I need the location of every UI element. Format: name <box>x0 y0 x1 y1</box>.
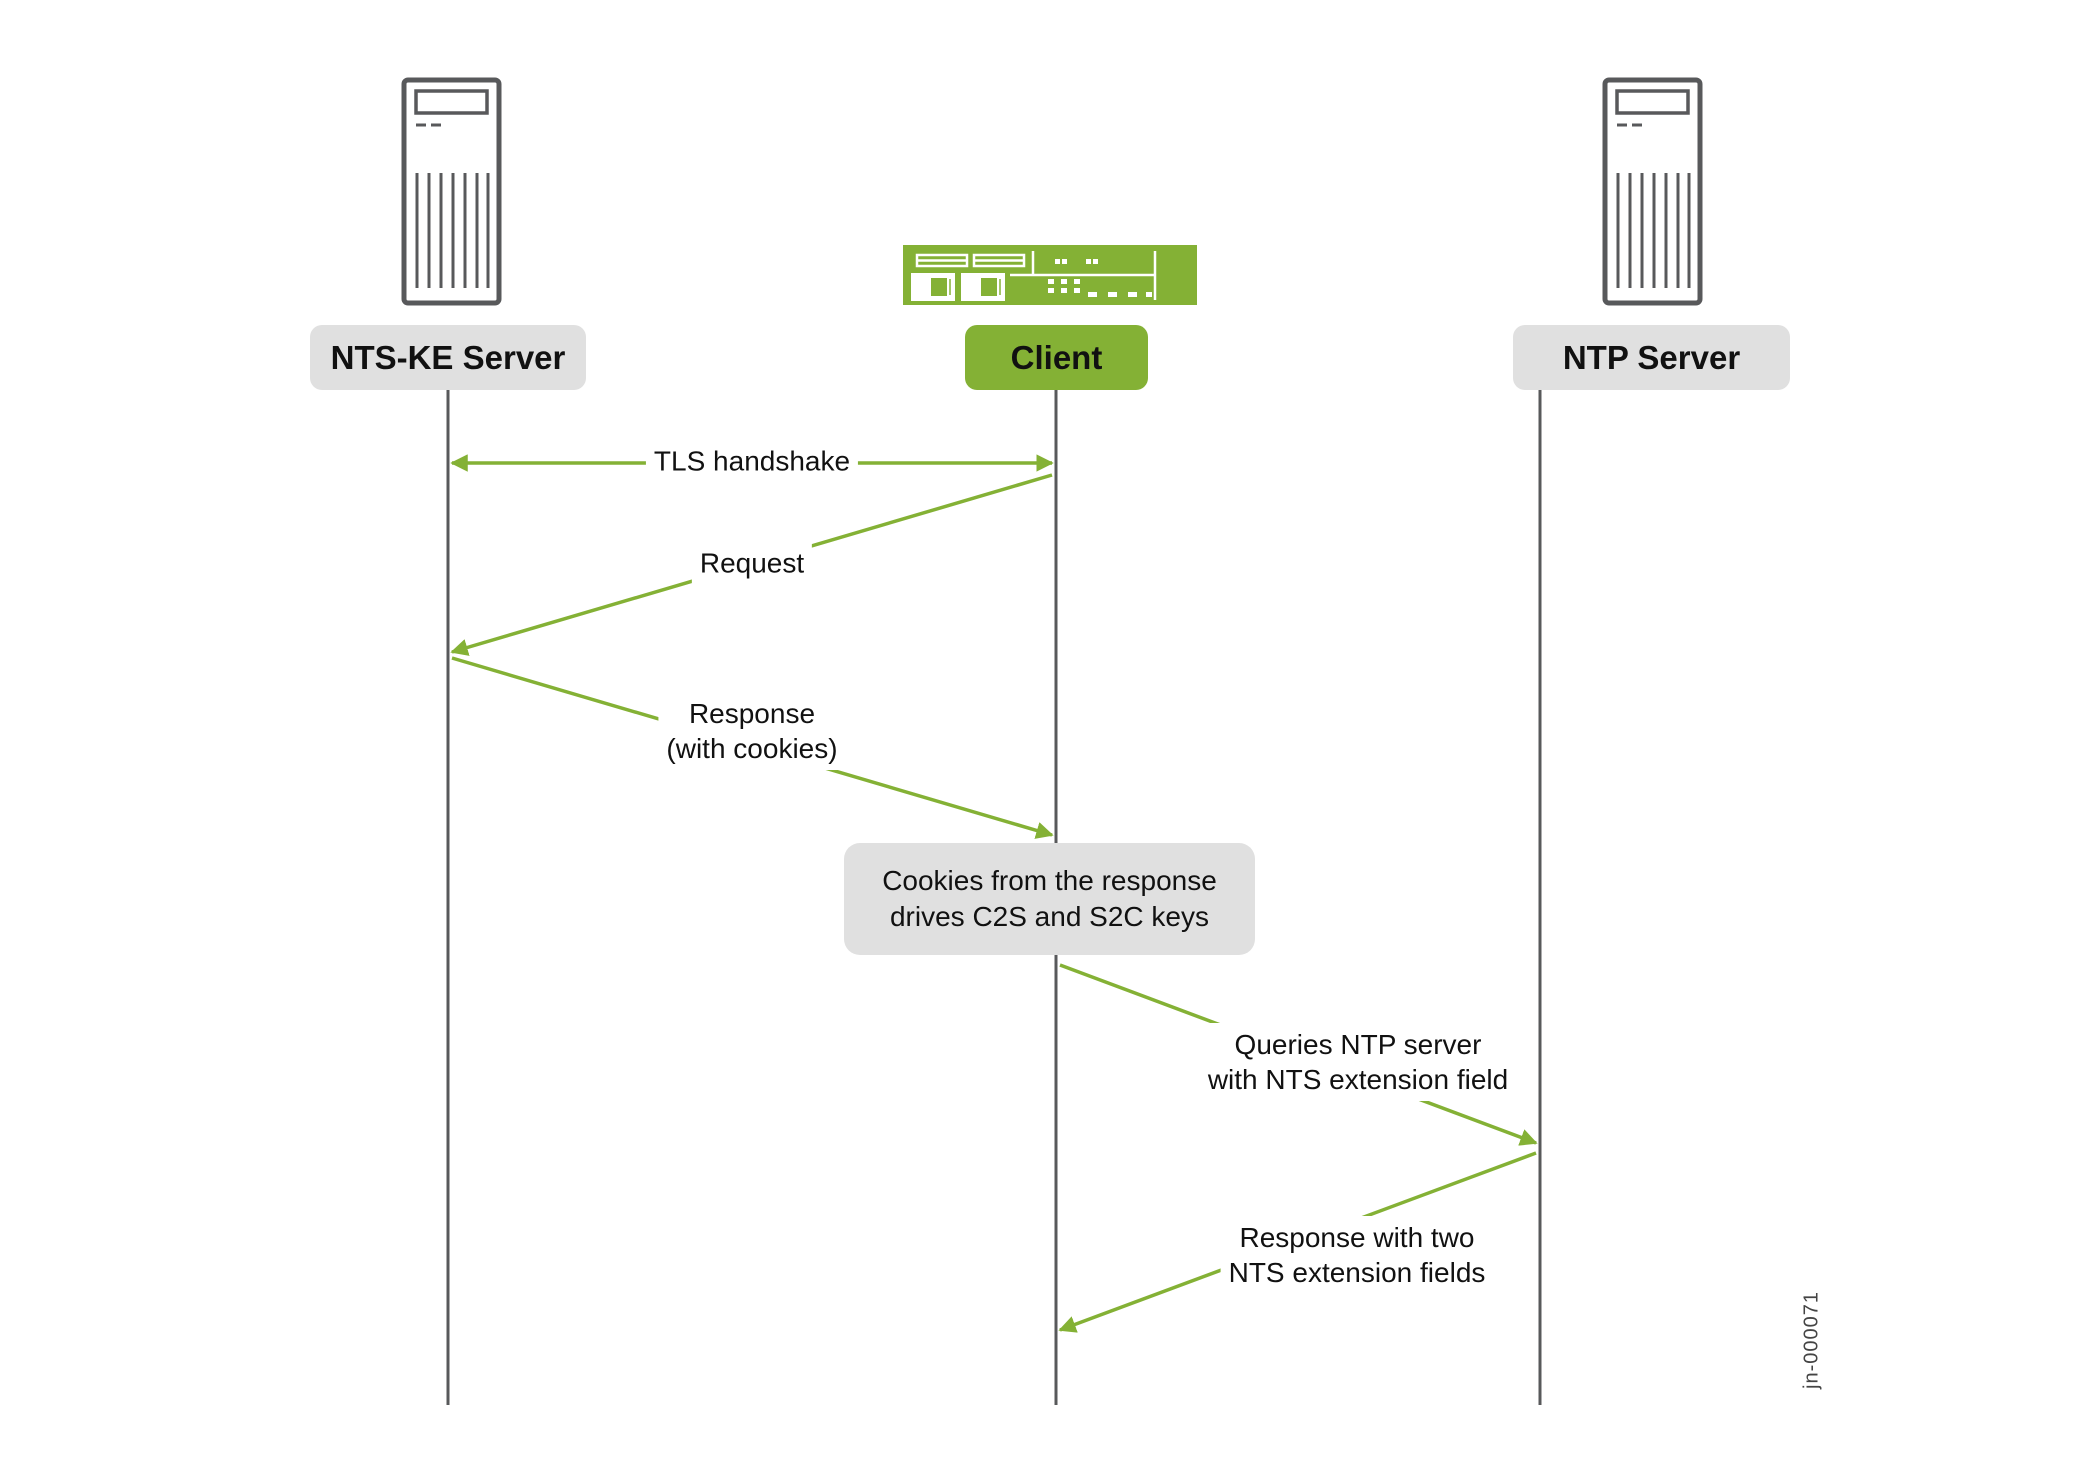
label-line: with NTS extension field <box>1207 1064 1509 1095</box>
figure-id: jn-000071 <box>1800 1291 1823 1389</box>
actor-label: NTP Server <box>1562 338 1741 376</box>
message-label-queries-ntp: Queries NTP server with NTS extension fi… <box>1199 1023 1517 1101</box>
label-line: TLS handshake <box>653 445 851 477</box>
actor-label: NTS-KE Server <box>330 338 566 376</box>
message-label-tls-handshake: TLS handshake <box>645 443 859 479</box>
note-line: Cookies from the response <box>882 865 1217 896</box>
actor-nts-ke-server: NTS-KE Server <box>310 325 586 390</box>
label-line: (with cookies) <box>666 733 838 764</box>
network-device-icon <box>903 245 1197 305</box>
label-line: Request <box>699 547 805 579</box>
actor-label: Client <box>1010 338 1103 376</box>
note-cookies-keys: Cookies from the response drives C2S and… <box>844 843 1255 955</box>
server-tower-icon <box>1602 77 1703 306</box>
server-tower-icon <box>401 77 502 306</box>
label-line: Queries NTP server <box>1234 1029 1482 1060</box>
message-label-request: Request <box>691 541 813 585</box>
actor-client: Client <box>965 325 1148 390</box>
label-line: NTS extension fields <box>1228 1257 1486 1288</box>
note-line: drives C2S and S2C keys <box>889 901 1210 932</box>
message-label-response-nts-fields: Response with two NTS extension fields <box>1220 1216 1494 1294</box>
actor-ntp-server: NTP Server <box>1513 325 1790 390</box>
label-line: Response with two <box>1239 1222 1475 1253</box>
message-label-response-cookies: Response (with cookies) <box>658 692 846 770</box>
label-line: Response <box>688 698 816 729</box>
